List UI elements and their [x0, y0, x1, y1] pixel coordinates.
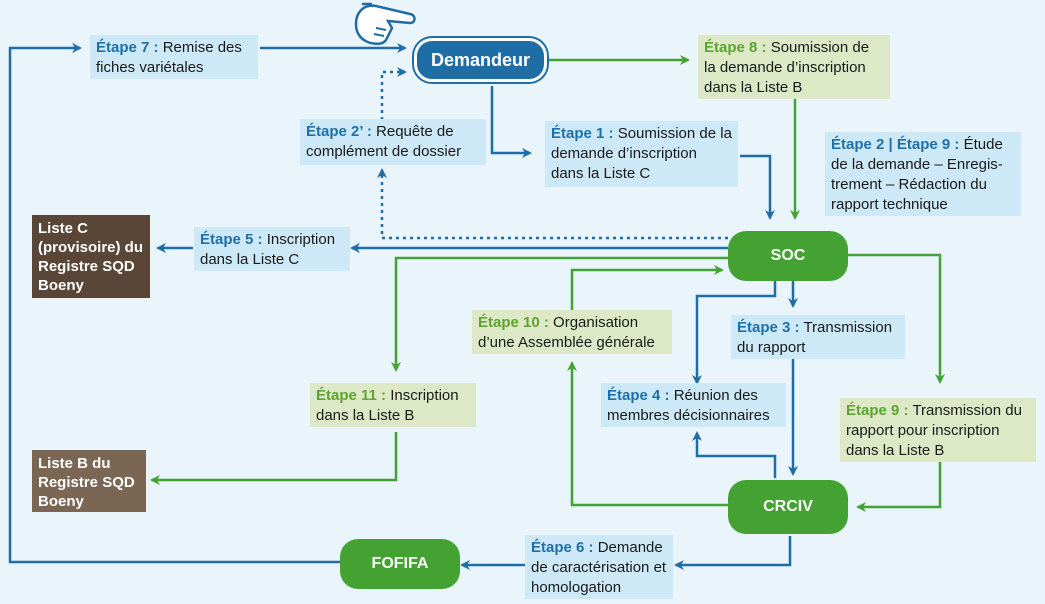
node-soc: SOC — [728, 231, 848, 281]
step-text: Réunion des membres décisionnaires — [607, 387, 770, 424]
step-8: Étape 8 : Soumission de la demande d’ins… — [698, 35, 890, 99]
step-text: Soumission de la demande d’inscription d… — [704, 39, 870, 96]
step-text: Requête de complément de dossier — [306, 123, 462, 160]
step-label: Étape 2 | Étape 9 : — [831, 136, 960, 153]
step-label: Étape 11 : — [316, 387, 387, 404]
arrow-step11-to-listeb — [150, 432, 398, 485]
arrow-crciv-to-step6 — [674, 536, 792, 570]
step-label: Étape 1 : — [551, 125, 614, 142]
step-text: Inscription dans la Liste B — [316, 387, 459, 424]
step-text: Organisation d’une Assemblée générale — [478, 314, 655, 351]
register-liste-c: Liste C (provisoire) du Registre SQD Boe… — [32, 215, 150, 298]
step-4: Étape 4 : Réunion des membres décisionna… — [601, 383, 786, 427]
arrow-crciv-to-step10 — [567, 361, 728, 507]
step-text: Transmission du rapport pour inscription… — [846, 402, 1022, 459]
step-label: Étape 4 : — [607, 387, 670, 404]
step-text: Inscription dans la Liste C — [200, 231, 336, 268]
step-3: Étape 3 : Transmission du rapport — [731, 315, 905, 359]
step-9: Étape 9 : Transmission du rapport pour i… — [840, 398, 1036, 462]
step-label: Étape 2’ : — [306, 123, 372, 140]
step-11: Étape 11 : Inscription dans la Liste B — [310, 383, 476, 427]
step-text: Demande de caractérisation et homologati… — [531, 539, 667, 596]
step-5: Étape 5 : Inscription dans la Liste C — [194, 227, 350, 271]
arrow-step2prime-to-demandeur — [380, 67, 407, 120]
arrow-step9-to-crciv — [856, 460, 942, 512]
arrow-step1-to-soc — [740, 154, 775, 220]
step-text: Étude de la demande – Enregis­trement – … — [831, 136, 1003, 213]
step-7: Étape 7 : Remise des fiches variétales — [90, 35, 258, 79]
arrow-fofifa-to-step7 — [8, 43, 340, 564]
arrow-step10-to-soc — [570, 265, 724, 310]
arrow-soc-to-step2prime — [377, 168, 728, 240]
node-fofifa: FOFIFA — [340, 539, 460, 589]
register-liste-b: Liste B du Registre SQD Boeny — [32, 450, 146, 512]
node-demandeur: Demandeur — [414, 38, 547, 82]
arrow-demandeur-to-step1 — [490, 86, 532, 158]
step-label: Étape 9 : — [846, 402, 909, 419]
step-text: Transmission du rapport — [737, 319, 893, 356]
arrow-soc-to-step11 — [391, 256, 728, 372]
step-10: Étape 10 : Organisation d’une Assemblée … — [472, 310, 672, 354]
arrow-crciv-to-step4 — [692, 431, 777, 478]
step-label: Étape 8 : — [704, 39, 767, 56]
step-text: Remise des fiches variétales — [96, 39, 242, 76]
pointing-hand-icon — [354, 2, 416, 45]
node-crciv: CRCIV — [728, 480, 848, 534]
arrow-soc-to-step4 — [692, 280, 777, 385]
step-text: Soumission de la demande d’inscription d… — [551, 125, 732, 182]
step-2-9: Étape 2 | Étape 9 : Étude de la demande … — [825, 132, 1021, 216]
step-label: Étape 10 : — [478, 314, 549, 331]
step-label: Étape 5 : — [200, 231, 263, 248]
step-6: Étape 6 : Demande de caractérisation et … — [525, 535, 673, 599]
step-label: Étape 6 : — [531, 539, 594, 556]
step-1: Étape 1 : Soumission de la demande d’ins… — [545, 121, 738, 187]
step-label: Étape 3 : — [737, 319, 800, 336]
step-2-prime: Étape 2’ : Requête de complément de doss… — [300, 119, 486, 165]
step-label: Étape 7 : — [96, 39, 159, 56]
arrow-soc-to-step9 — [848, 253, 945, 384]
